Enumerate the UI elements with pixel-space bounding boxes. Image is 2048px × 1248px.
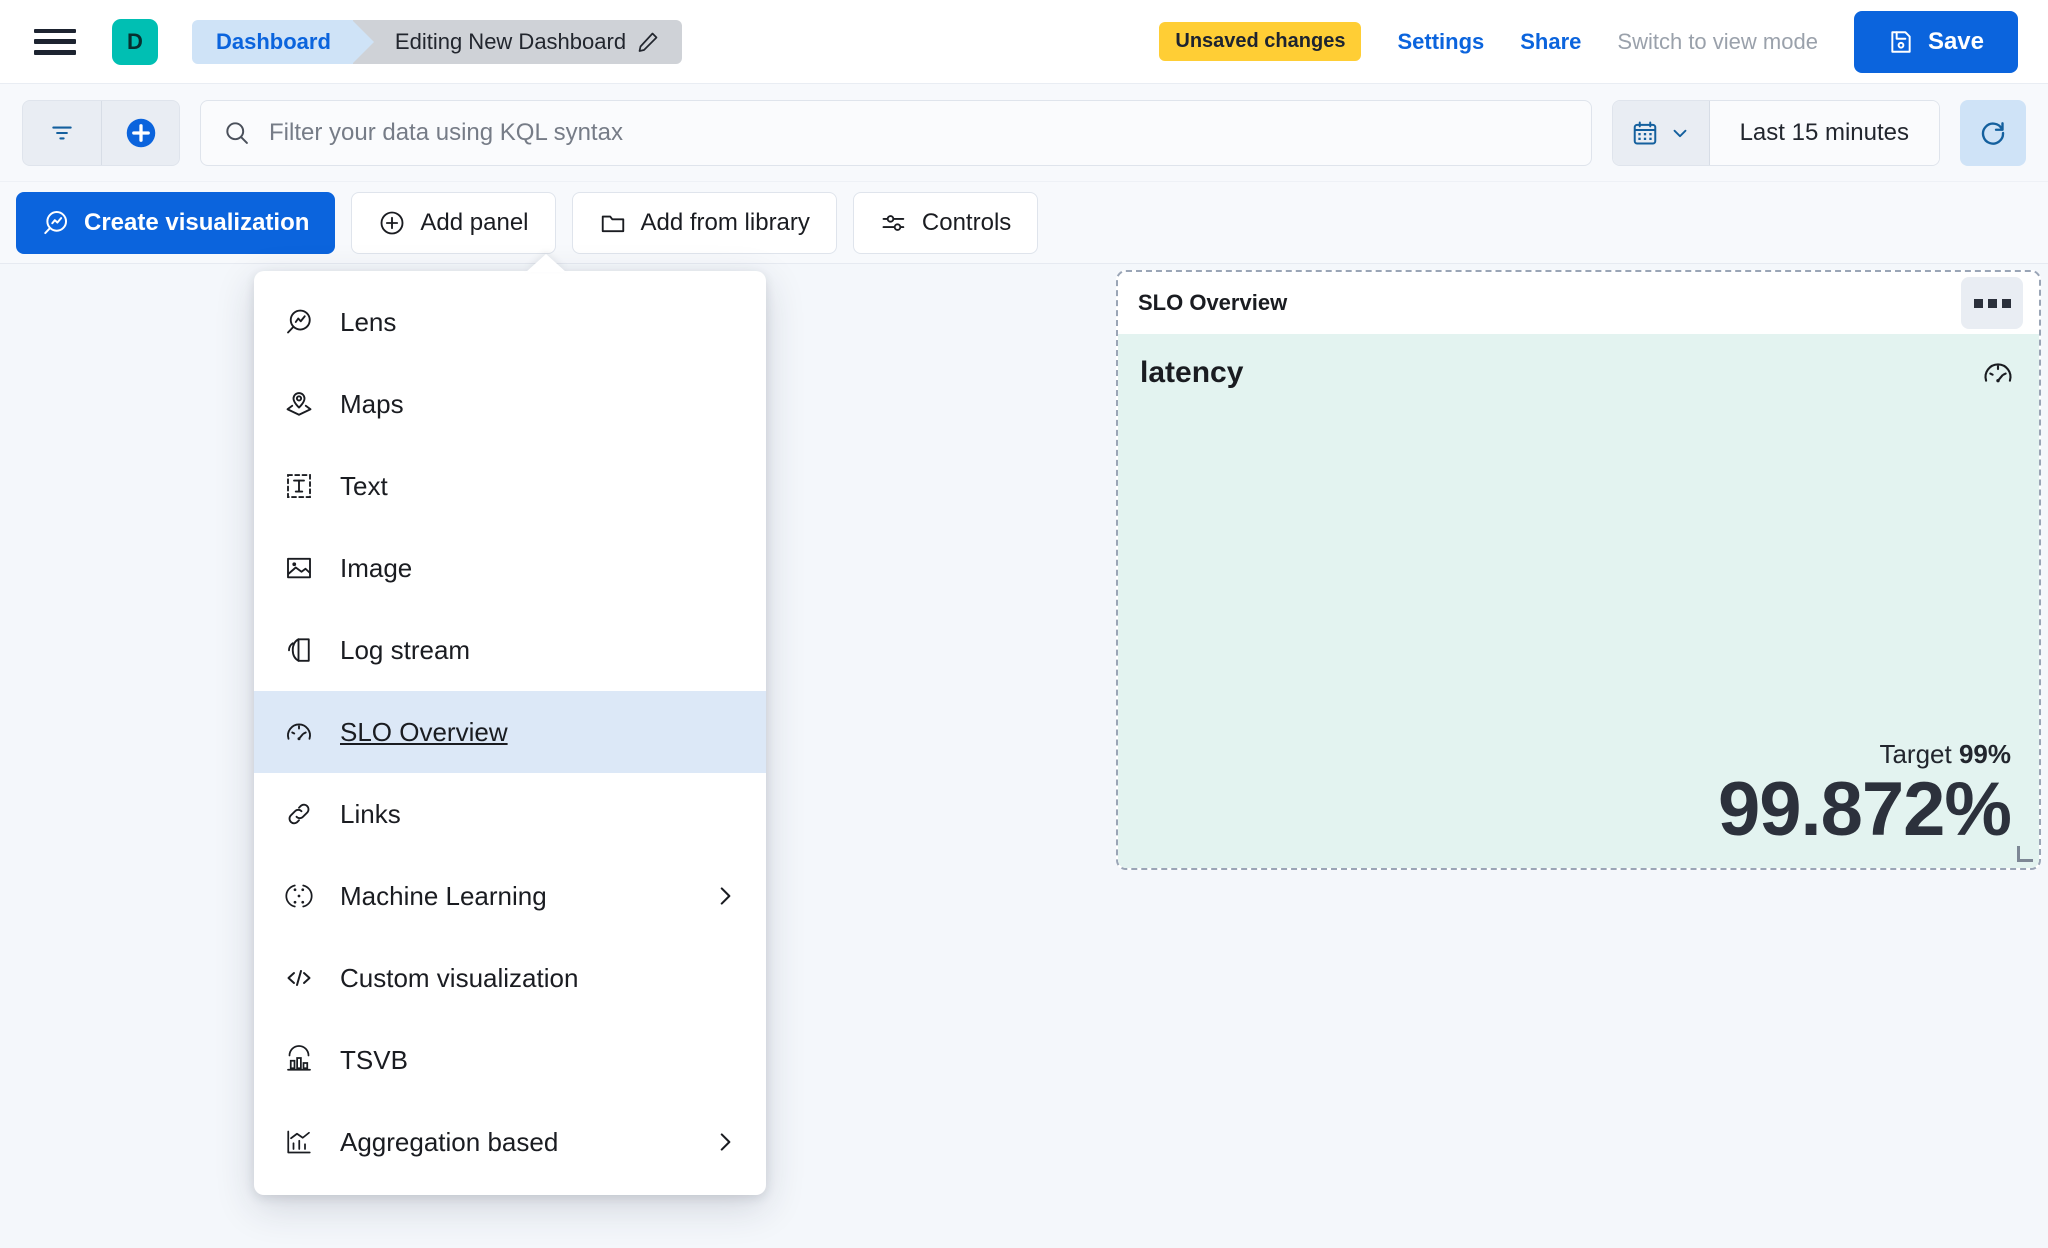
chevron-right-icon bbox=[712, 1129, 738, 1155]
menu-item-label: SLO Overview bbox=[340, 716, 508, 747]
menu-item-image[interactable]: Image bbox=[254, 527, 766, 609]
text-box-icon bbox=[284, 471, 314, 501]
menu-item-aggregation-based[interactable]: Aggregation based bbox=[254, 1101, 766, 1183]
slo-metric-name: latency bbox=[1140, 356, 1244, 389]
code-icon bbox=[284, 963, 314, 993]
date-picker-group: Last 15 minutes bbox=[1611, 99, 1940, 166]
lens-icon bbox=[42, 209, 70, 237]
controls-sliders-icon bbox=[880, 209, 908, 237]
slo-sli-value: 99.872% bbox=[1717, 767, 2012, 852]
slo-overview-panel[interactable]: SLO Overview latency Target bbox=[1116, 270, 2041, 870]
chevron-down-icon bbox=[1669, 122, 1691, 144]
gauge-icon bbox=[1981, 356, 2015, 395]
breadcrumb-editing-label: Editing New Dashboard bbox=[394, 28, 627, 54]
editing-toolbar: Create visualization Add panel Add from … bbox=[0, 182, 2048, 264]
context-menu-dots-icon[interactable] bbox=[1961, 277, 2023, 329]
pencil-icon[interactable] bbox=[636, 30, 660, 54]
filter-icon[interactable] bbox=[23, 100, 101, 165]
resize-handle-icon[interactable] bbox=[2017, 846, 2033, 862]
menu-item-label: Image bbox=[340, 552, 413, 583]
create-visualization-button[interactable]: Create visualization bbox=[16, 191, 336, 254]
switch-to-view-mode-link[interactable]: Switch to view mode bbox=[1617, 28, 1818, 54]
query-bar: Filter your data using KQL syntax bbox=[0, 84, 2048, 182]
filter-controls-group bbox=[22, 99, 180, 166]
space-avatar[interactable]: D bbox=[112, 18, 158, 65]
share-link[interactable]: Share bbox=[1520, 28, 1582, 54]
breadcrumb-item-dashboard[interactable]: Dashboard bbox=[192, 19, 374, 64]
menu-item-label: Log stream bbox=[340, 634, 471, 665]
log-stream-icon bbox=[284, 635, 314, 665]
slo-stats: Target 99% 99.872% bbox=[1717, 739, 2012, 852]
settings-link[interactable]: Settings bbox=[1397, 28, 1485, 54]
lens-icon bbox=[284, 307, 314, 337]
save-disk-icon bbox=[1888, 29, 1914, 55]
gauge-icon bbox=[284, 717, 314, 747]
menu-item-label: Links bbox=[340, 798, 401, 829]
menu-item-label: Aggregation based bbox=[340, 1126, 559, 1157]
add-from-library-label: Add from library bbox=[640, 208, 810, 236]
menu-item-links[interactable]: Links bbox=[254, 773, 766, 855]
menu-item-machine-learning[interactable]: Machine Learning bbox=[254, 855, 766, 937]
slo-target-label: Target bbox=[1879, 739, 1952, 769]
hamburger-menu-icon[interactable] bbox=[34, 26, 76, 58]
slo-target: Target 99% bbox=[1718, 739, 2011, 770]
time-range-value[interactable]: Last 15 minutes bbox=[1709, 100, 1939, 165]
menu-item-label: TSVB bbox=[340, 1044, 408, 1075]
dashboard-canvas: Lens Maps Text bbox=[0, 254, 2048, 1248]
folder-icon bbox=[599, 209, 627, 237]
link-icon bbox=[284, 799, 314, 829]
panel-body: latency Target 99% 99.872% bbox=[1118, 334, 2039, 868]
search-icon bbox=[223, 119, 251, 147]
save-button[interactable]: Save bbox=[1853, 10, 2018, 73]
aggregation-chart-icon bbox=[284, 1127, 314, 1157]
add-filter-plus-icon[interactable] bbox=[101, 100, 179, 165]
app-header: D Dashboard Editing New Dashboard Unsave… bbox=[0, 0, 2048, 84]
panel-title[interactable]: SLO Overview bbox=[1138, 290, 1288, 315]
plus-circle-icon bbox=[378, 209, 406, 237]
chevron-right-icon bbox=[712, 883, 738, 909]
breadcrumb: Dashboard Editing New Dashboard bbox=[192, 19, 683, 64]
refresh-button[interactable] bbox=[1960, 99, 2026, 166]
header-actions: Unsaved changes Settings Share Switch to… bbox=[1159, 10, 2018, 73]
menu-item-custom-visualization[interactable]: Custom visualization bbox=[254, 937, 766, 1019]
search-input[interactable]: Filter your data using KQL syntax bbox=[200, 99, 1592, 166]
menu-item-tsvb[interactable]: TSVB bbox=[254, 1019, 766, 1101]
quick-select-calendar-button[interactable] bbox=[1612, 100, 1710, 165]
breadcrumb-dashboard-label: Dashboard bbox=[216, 28, 331, 54]
add-panel-label: Add panel bbox=[420, 208, 529, 236]
search-placeholder: Filter your data using KQL syntax bbox=[269, 118, 623, 146]
calendar-icon bbox=[1631, 119, 1659, 147]
add-panel-button[interactable]: Add panel bbox=[351, 191, 556, 254]
save-button-label: Save bbox=[1927, 27, 1984, 55]
maps-pin-icon bbox=[284, 389, 314, 419]
menu-item-text[interactable]: Text bbox=[254, 445, 766, 527]
menu-item-slo-overview[interactable]: SLO Overview bbox=[254, 691, 766, 773]
refresh-icon bbox=[1978, 118, 2008, 148]
controls-label: Controls bbox=[921, 208, 1012, 236]
machine-learning-icon bbox=[284, 881, 314, 911]
menu-item-log-stream[interactable]: Log stream bbox=[254, 609, 766, 691]
menu-item-label: Machine Learning bbox=[340, 880, 547, 911]
menu-item-label: Custom visualization bbox=[340, 962, 579, 993]
unsaved-changes-badge[interactable]: Unsaved changes bbox=[1159, 22, 1362, 61]
menu-item-maps[interactable]: Maps bbox=[254, 363, 766, 445]
add-panel-menu: Lens Maps Text bbox=[254, 254, 766, 1195]
tsvb-chart-icon bbox=[284, 1045, 314, 1075]
create-visualization-label: Create visualization bbox=[84, 208, 310, 236]
image-icon bbox=[284, 553, 314, 583]
menu-item-label: Lens bbox=[340, 306, 397, 337]
breadcrumb-item-editing[interactable]: Editing New Dashboard bbox=[352, 19, 683, 64]
add-from-library-button[interactable]: Add from library bbox=[571, 191, 837, 254]
controls-button[interactable]: Controls bbox=[852, 191, 1039, 254]
menu-item-label: Maps bbox=[340, 388, 404, 419]
panel-header: SLO Overview bbox=[1118, 272, 2039, 334]
popover-arrow bbox=[526, 254, 566, 272]
menu-item-label: Text bbox=[340, 470, 388, 501]
menu-item-lens[interactable]: Lens bbox=[254, 281, 766, 363]
slo-target-value: 99% bbox=[1958, 739, 2011, 769]
